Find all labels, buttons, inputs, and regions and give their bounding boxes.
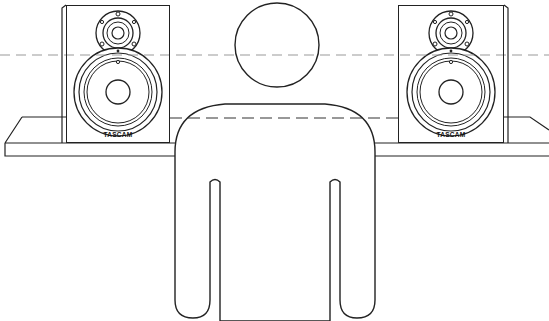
monitor-speaker: TASCAM xyxy=(66,5,170,143)
monitor-speaker: TASCAM xyxy=(398,5,504,143)
brand-label: TASCAM xyxy=(67,131,169,138)
listening-height-line xyxy=(170,117,398,118)
brand-label: TASCAM xyxy=(399,131,503,138)
